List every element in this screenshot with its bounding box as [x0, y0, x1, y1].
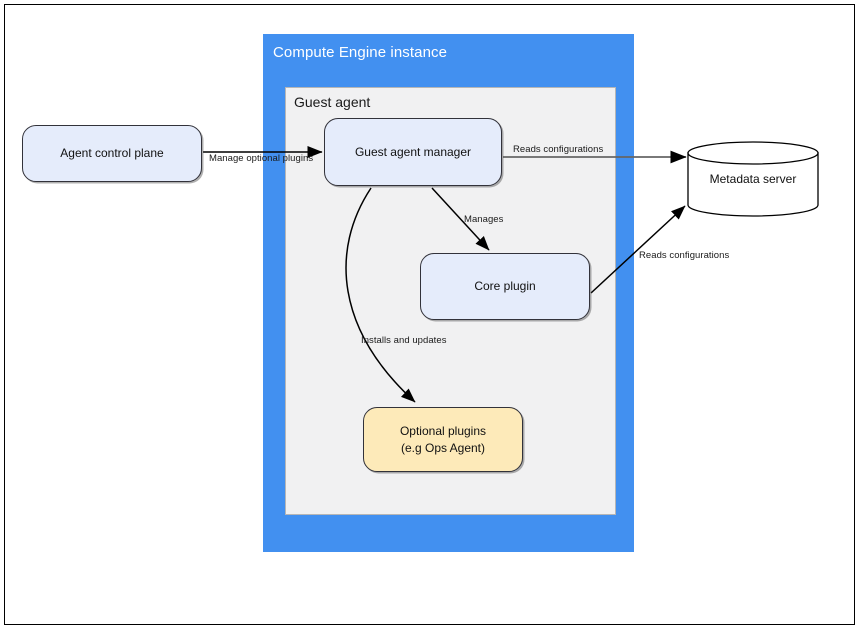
- edge-label-reads-configurations-core: Reads configurations: [639, 250, 730, 261]
- edge-label-manages: Manages: [464, 214, 504, 225]
- edge-label-reads-configurations-manager: Reads configurations: [513, 144, 604, 155]
- node-guest-agent-manager-label: Guest agent manager: [354, 144, 472, 159]
- edge-label-installs-and-updates: Installs and updates: [361, 335, 447, 346]
- compute-engine-instance-title: Compute Engine instance: [273, 44, 448, 61]
- node-metadata-server-label: Metadata server: [709, 172, 797, 186]
- node-optional-plugins[interactable]: Optional plugins (e.g Ops Agent): [363, 407, 523, 472]
- node-agent-control-plane[interactable]: Agent control plane: [22, 125, 202, 182]
- node-core-plugin[interactable]: Core plugin: [420, 253, 590, 320]
- node-optional-plugins-label-line2: (e.g Ops Agent): [400, 440, 486, 455]
- node-metadata-server[interactable]: Metadata server: [687, 144, 819, 214]
- node-guest-agent-manager[interactable]: Guest agent manager: [324, 118, 502, 186]
- node-agent-control-plane-label: Agent control plane: [60, 146, 164, 160]
- edge-label-manage-optional-plugins: Manage optional plugins: [209, 153, 314, 164]
- node-optional-plugins-label-line1: Optional plugins: [399, 423, 487, 438]
- guest-agent-panel-title: Guest agent: [294, 94, 371, 110]
- node-core-plugin-label: Core plugin: [474, 279, 536, 293]
